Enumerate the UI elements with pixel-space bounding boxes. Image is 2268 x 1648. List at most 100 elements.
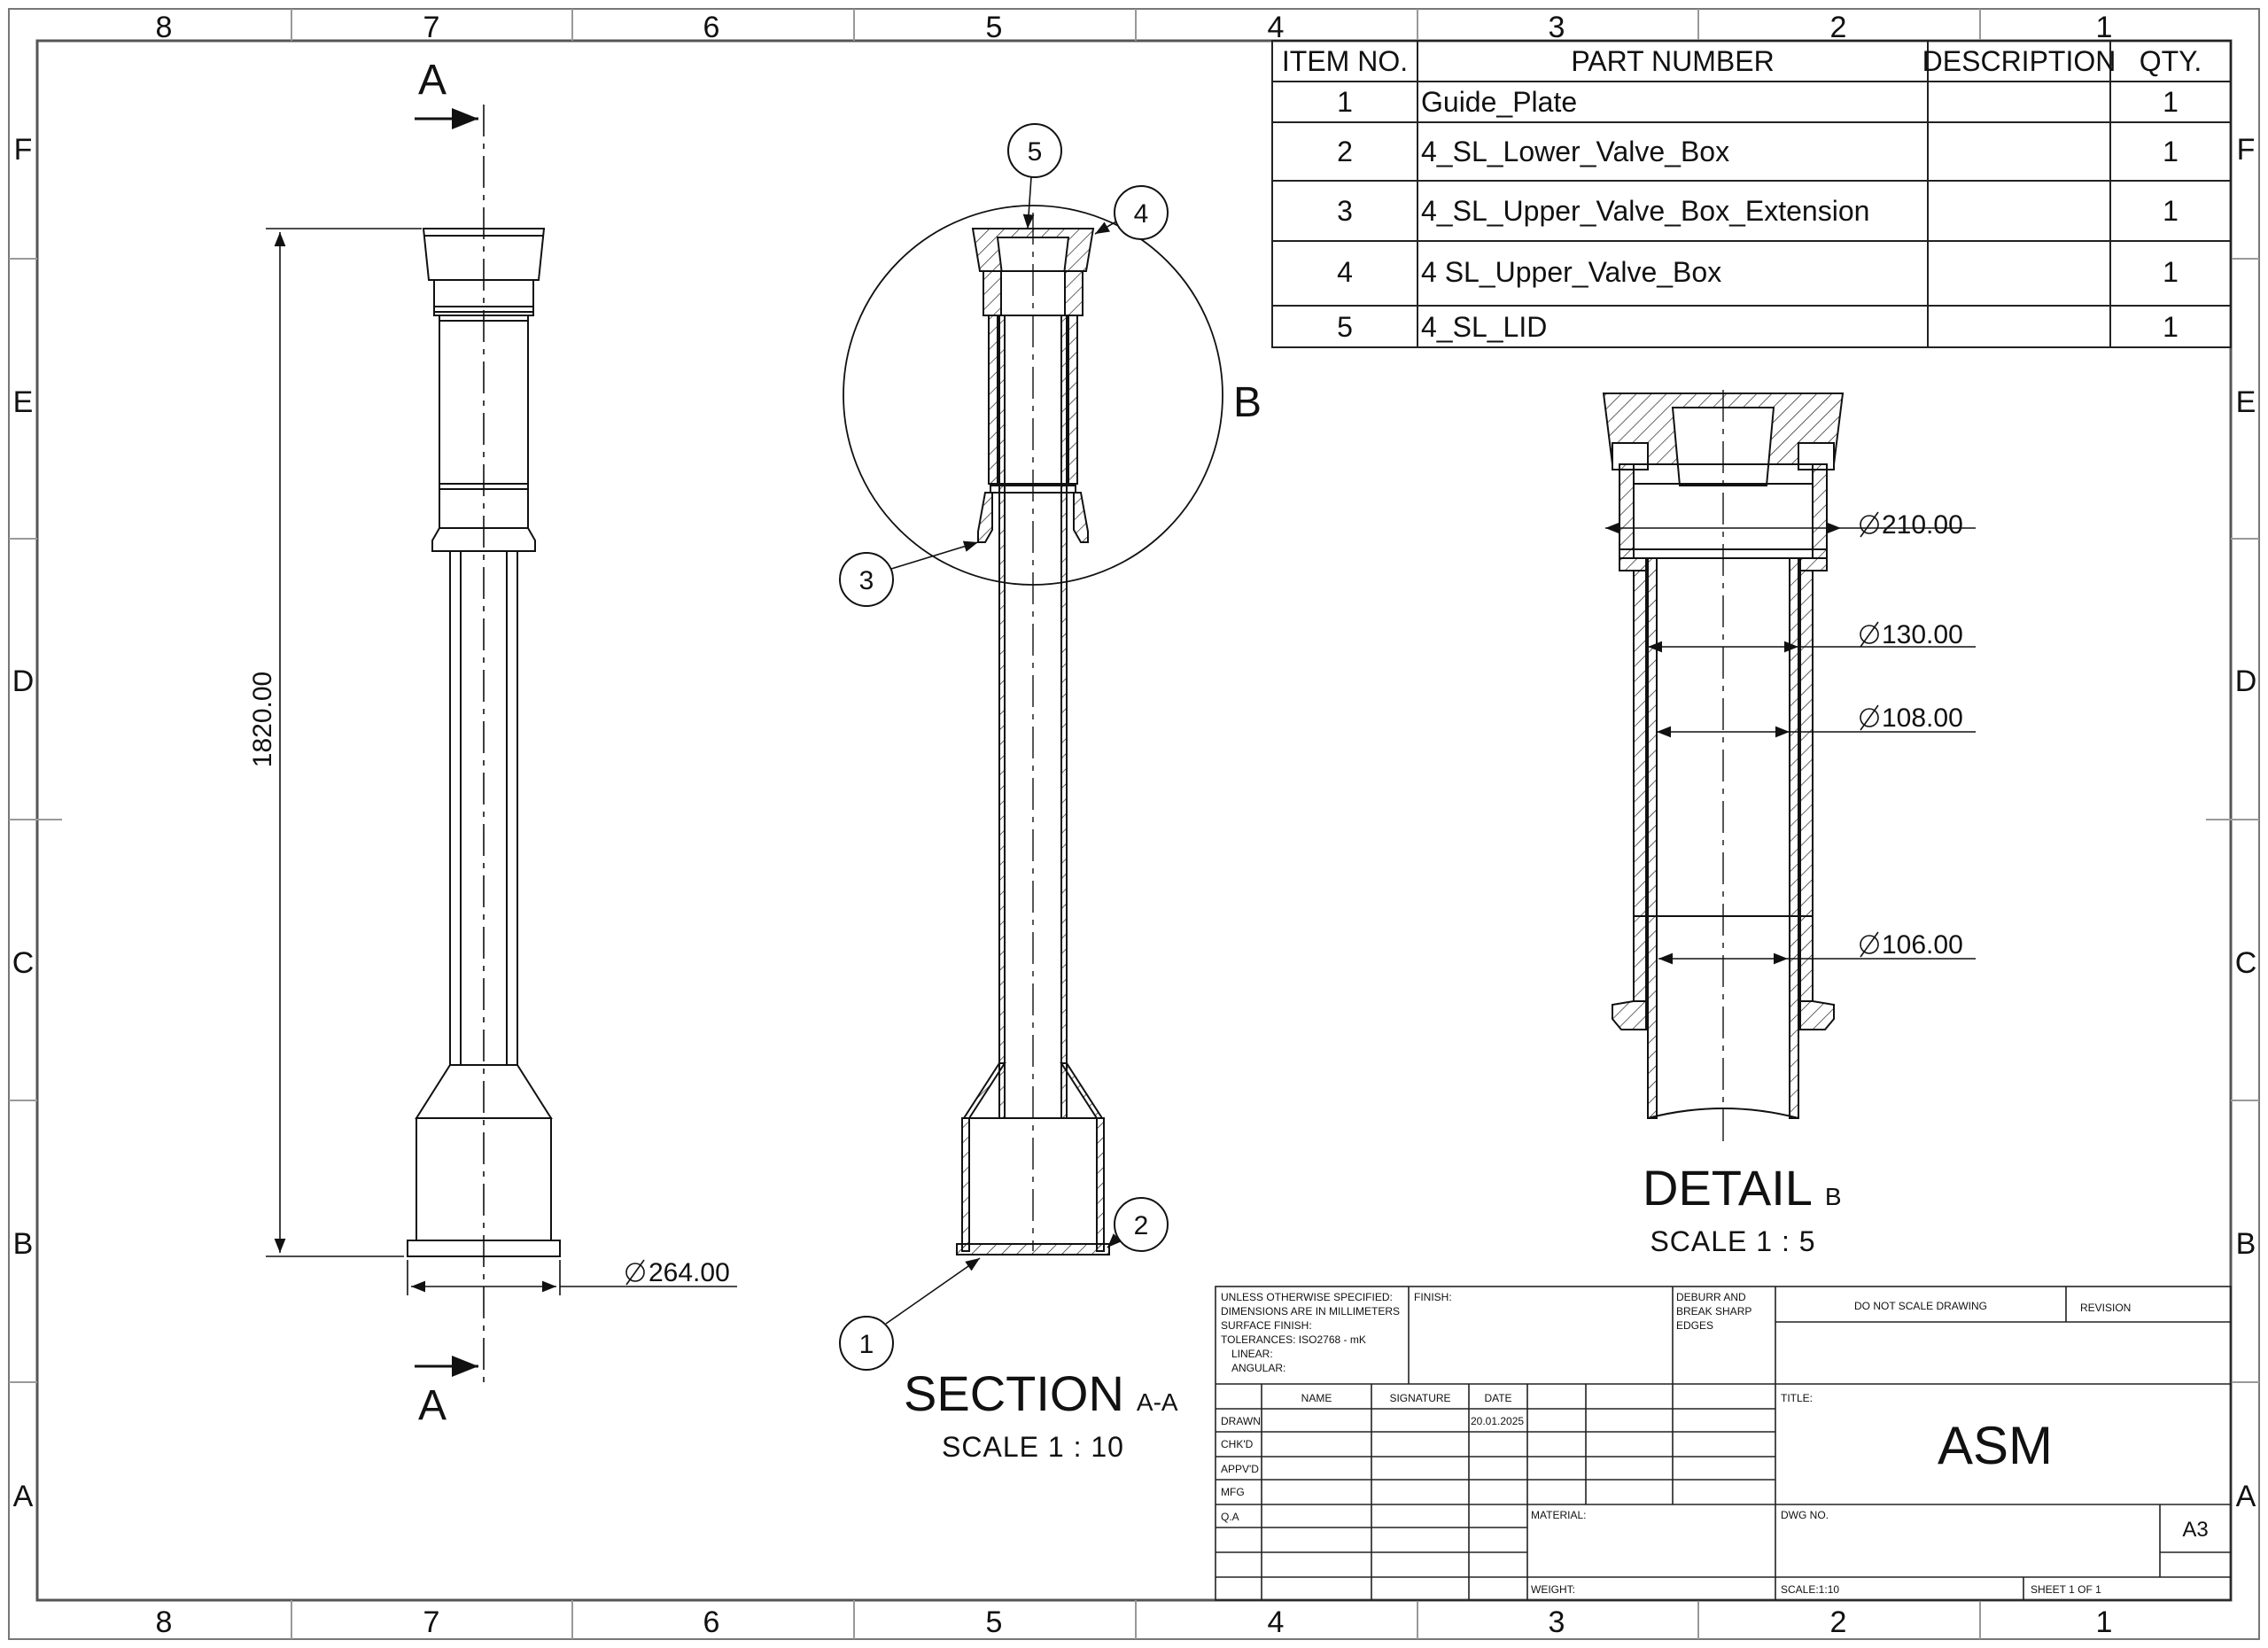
dim-diameter-106: 106.00	[1860, 930, 1963, 960]
dim-diameter-264: 264.00	[625, 1258, 730, 1287]
section-scale: SCALE 1 : 10	[942, 1431, 1124, 1463]
tb-weight: WEIGHT:	[1531, 1583, 1575, 1596]
diameter-symbol-icon	[625, 1263, 645, 1282]
detail-view	[1602, 390, 1845, 1143]
zone-labels-left: F E D C B A	[12, 133, 35, 1513]
bom-header-item: ITEM NO.	[1282, 45, 1408, 77]
detail-suffix: B	[1825, 1183, 1842, 1210]
detail-dimensions: 210.00 130.00 108.00 106.00	[1605, 510, 1976, 965]
bom-row-5-part: 4_SL_LID	[1421, 311, 1547, 343]
zone-ticks	[9, 9, 2259, 1639]
zone-col-3-bottom: 3	[1549, 1605, 1565, 1639]
tb-row-mfg: MFG	[1221, 1486, 1245, 1498]
zone-col-4-bottom: 4	[1268, 1605, 1285, 1639]
bom-row-4-qty: 1	[2163, 256, 2179, 288]
bom-row-5-qty: 1	[2163, 311, 2179, 343]
bom-row-5-item: 5	[1337, 311, 1353, 343]
bom-row-1-qty: 1	[2163, 86, 2179, 118]
detail-title: DETAIL	[1643, 1160, 1813, 1216]
zone-row-a-right: A	[2236, 1480, 2256, 1513]
front-view	[407, 105, 561, 1382]
dim-diameter-130: 130.00	[1860, 620, 1963, 649]
zone-row-e: E	[13, 385, 34, 419]
balloon-5: 5	[1007, 123, 1062, 229]
svg-text:B: B	[1233, 379, 1262, 426]
tb-note-2: DIMENSIONS ARE IN MILLIMETERS	[1221, 1305, 1400, 1318]
tb-col-signature: SIGNATURE	[1389, 1392, 1450, 1404]
tb-row-qa: Q.A	[1221, 1511, 1239, 1523]
zone-col-1: 1	[2096, 11, 2113, 44]
balloon-1: 1	[839, 1257, 981, 1371]
tb-title-label: TITLE:	[1781, 1392, 1813, 1404]
zone-col-2-bottom: 2	[1830, 1605, 1847, 1639]
svg-text:108.00: 108.00	[1882, 704, 1963, 733]
tb-note-6: ANGULAR:	[1231, 1362, 1285, 1374]
diameter-symbol-icon	[1860, 708, 1879, 727]
tb-note-5: LINEAR:	[1231, 1348, 1273, 1360]
bom-header-desc: DESCRIPTION	[1922, 45, 2117, 77]
zone-col-6-bottom: 6	[703, 1605, 720, 1639]
tb-deburr-3: EDGES	[1676, 1319, 1713, 1332]
zone-col-7: 7	[423, 11, 440, 44]
dim-diameter-108: 108.00	[1860, 704, 1963, 733]
svg-text:4: 4	[1134, 199, 1149, 229]
detail-label: DETAIL B SCALE 1 : 5	[1643, 1160, 1842, 1257]
tb-title: ASM	[1938, 1416, 2053, 1475]
svg-text:2: 2	[1134, 1211, 1149, 1240]
bom-header-qty: QTY.	[2140, 45, 2202, 77]
tb-material: MATERIAL:	[1531, 1509, 1586, 1521]
tb-deburr-1: DEBURR AND	[1676, 1291, 1746, 1303]
svg-text:1: 1	[859, 1330, 874, 1359]
tb-note-4: TOLERANCES: ISO2768 - mK	[1221, 1333, 1366, 1346]
zone-row-f-right: F	[2237, 133, 2256, 167]
zone-row-d: D	[12, 665, 35, 698]
tb-note-1: UNLESS OTHERWISE SPECIFIED:	[1221, 1291, 1393, 1303]
bom-row-3-part: 4_SL_Upper_Valve_Box_Extension	[1421, 195, 1869, 227]
svg-text:130.00: 130.00	[1882, 620, 1963, 649]
svg-text:A: A	[418, 1382, 447, 1429]
zone-row-b: B	[13, 1227, 34, 1261]
detail-b-circle: B	[843, 205, 1262, 586]
zone-row-b-right: B	[2236, 1227, 2256, 1261]
svg-text:264.00: 264.00	[649, 1258, 730, 1287]
tb-size: A3	[2182, 1518, 2208, 1542]
zone-col-6: 6	[703, 11, 720, 44]
zone-row-a: A	[13, 1480, 34, 1513]
tb-col-date: DATE	[1484, 1392, 1511, 1404]
zone-col-8: 8	[156, 11, 173, 44]
bom-row-4-item: 4	[1337, 256, 1353, 288]
diameter-symbol-icon	[1860, 515, 1879, 534]
zone-row-d-right: D	[2235, 665, 2257, 698]
diameter-symbol-icon	[1860, 625, 1879, 644]
zone-col-4: 4	[1268, 11, 1285, 44]
bom-row-2-item: 2	[1337, 136, 1353, 167]
bom-table: ITEM NO. PART NUMBER DESCRIPTION QTY. 1 …	[1271, 40, 2232, 348]
bom-row-2-part: 4_SL_Lower_Valve_Box	[1421, 136, 1729, 167]
diameter-symbol-icon	[1860, 935, 1879, 954]
bom-row-1-item: 1	[1337, 86, 1353, 118]
zone-col-5-bottom: 5	[986, 1605, 1003, 1639]
dim-diameter-210: 210.00	[1860, 510, 1963, 540]
tb-row-appvd: APPV'D	[1221, 1463, 1259, 1475]
section-title: SECTION	[904, 1365, 1124, 1421]
zone-row-e-right: E	[2236, 385, 2256, 419]
zone-col-8-bottom: 8	[156, 1605, 173, 1639]
zone-col-2: 2	[1830, 11, 1847, 44]
zone-labels-bottom: 8 7 6 5 4 3 2 1	[156, 1605, 2113, 1639]
balloon-2: 2	[1107, 1197, 1169, 1252]
zone-row-c-right: C	[2235, 946, 2257, 980]
tb-sheet: SHEET 1 OF 1	[2031, 1583, 2101, 1596]
tb-drawn-date: 20.01.2025	[1471, 1415, 1524, 1427]
sheet-border	[8, 8, 2260, 1640]
section-arrow-bottom: A	[415, 1356, 478, 1429]
svg-text:210.00: 210.00	[1882, 510, 1963, 540]
zone-labels-top: 8 7 6 5 4 3 2 1	[156, 11, 2113, 44]
balloon-4: 4	[1094, 185, 1169, 240]
tb-row-chkd: CHK'D	[1221, 1438, 1254, 1450]
detail-scale: SCALE 1 : 5	[1650, 1225, 1815, 1257]
bom-row-3-item: 3	[1337, 195, 1353, 227]
svg-text:5: 5	[1028, 137, 1043, 167]
section-arrow-top: A	[415, 57, 478, 129]
